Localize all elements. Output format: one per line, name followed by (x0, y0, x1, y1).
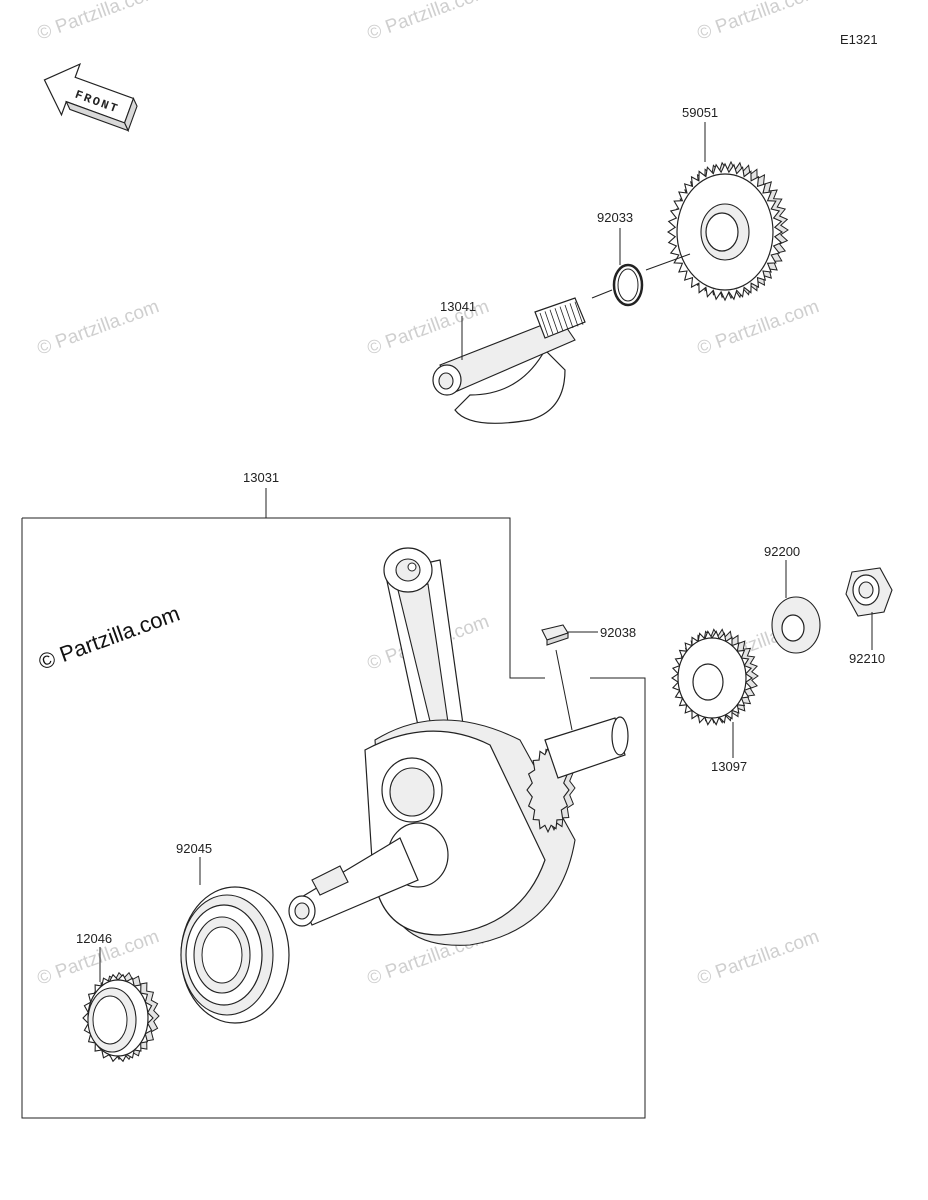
label-92038: 92038 (600, 625, 636, 640)
label-92033: 92033 (597, 210, 633, 225)
watermark: © Partzilla.com (695, 926, 822, 990)
assembly-bracket (22, 517, 545, 679)
axis-line-upper-2 (645, 253, 691, 271)
assembly-bracket-lower (21, 518, 646, 1119)
label-13097: 13097 (711, 759, 747, 774)
label-92200: 92200 (764, 544, 800, 559)
washer-92200[interactable] (771, 596, 821, 654)
gear-59051[interactable] (666, 160, 789, 302)
circlip-92033[interactable] (612, 263, 644, 307)
watermark: © Partzilla.com (695, 0, 822, 45)
label-13031: 13031 (243, 470, 279, 485)
watermark: © Partzilla.com (35, 296, 162, 360)
watermark: © Partzilla.com (365, 0, 492, 45)
diagram-code: E1321 (840, 32, 878, 47)
label-12046: 12046 (76, 931, 112, 946)
axis-line-key (555, 649, 573, 731)
gear-12046[interactable] (82, 971, 160, 1063)
bearing-92045[interactable] (180, 886, 290, 1024)
crankshaft[interactable] (288, 716, 629, 946)
watermark: © Partzilla.com (35, 0, 162, 45)
nut-92210[interactable] (845, 567, 893, 617)
key-92038[interactable] (541, 624, 569, 646)
label-92210: 92210 (849, 651, 885, 666)
label-92045: 92045 (176, 841, 212, 856)
axis-line-upper (591, 289, 613, 299)
balancer-shaft-13041[interactable] (432, 297, 586, 424)
watermark: © Partzilla.com (695, 296, 822, 360)
label-13041: 13041 (440, 299, 476, 314)
label-59051: 59051 (682, 105, 718, 120)
connecting-rod[interactable] (383, 547, 469, 773)
watermark-prominent: © Partzilla.com (35, 601, 183, 675)
front-arrow-icon: FRONT (43, 62, 138, 133)
gear-13097[interactable] (671, 628, 759, 726)
